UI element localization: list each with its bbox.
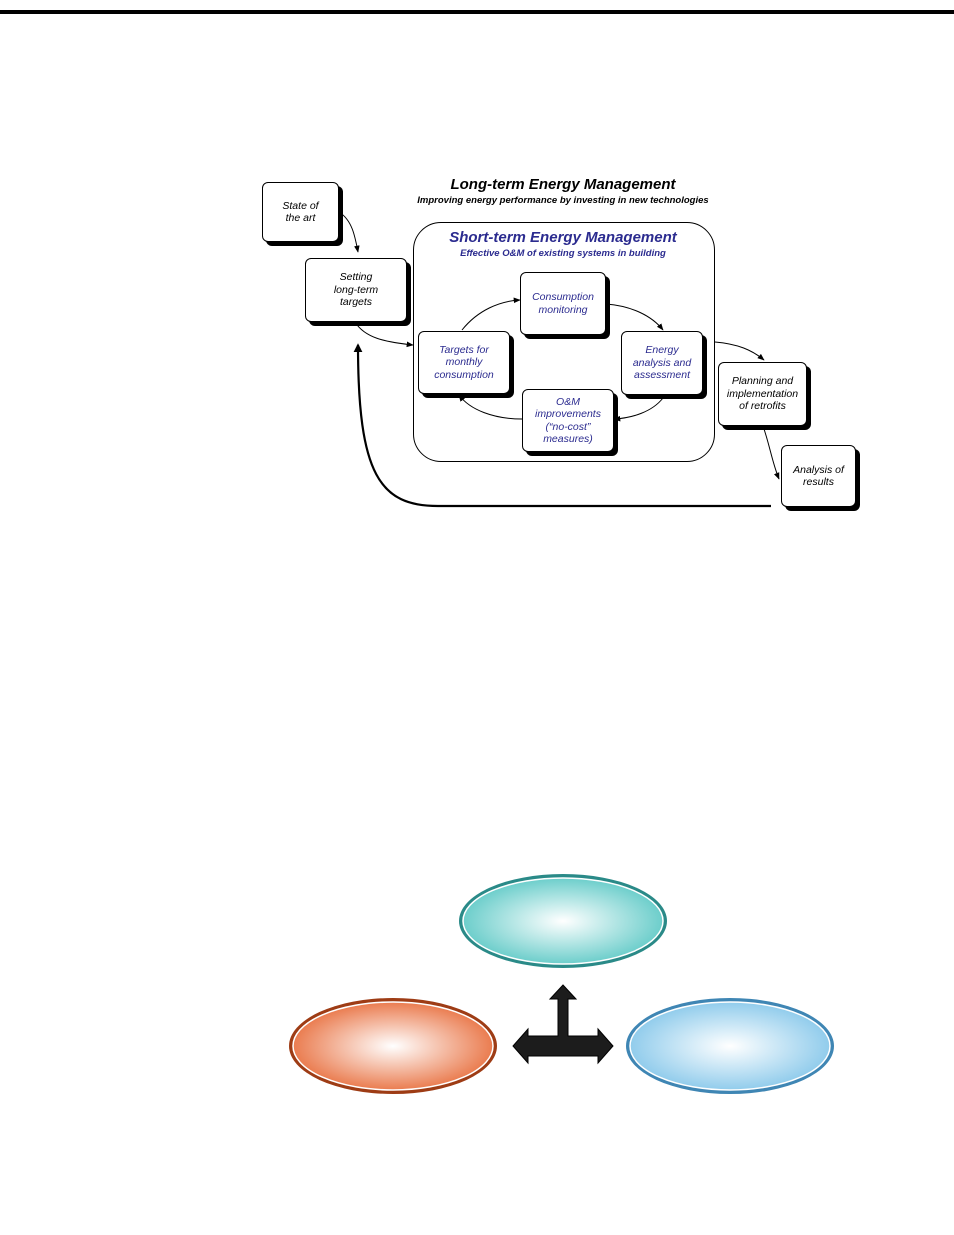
long-term-title: Long-term Energy Management	[450, 176, 676, 193]
targets-monthly-box: Targets for monthly consumption	[418, 331, 510, 394]
arrow-shortterm-to-planning	[714, 341, 765, 361]
arrow-planning-to-analysis	[762, 425, 780, 480]
state-of-art-box: State of the art	[262, 182, 339, 242]
consumption-monitoring-box: Consumption monitoring	[520, 272, 606, 335]
long-term-subtitle: Improving energy performance by investin…	[417, 195, 709, 206]
planning-box: Planning and implementation of retrofits	[718, 362, 807, 426]
arrow-setting-to-shortterm	[354, 321, 414, 348]
short-term-subtitle: Effective O&M of existing systems in bui…	[460, 248, 666, 259]
short-term-title: Short-term Energy Management	[449, 229, 677, 246]
arrow-targets-to-monitoring	[461, 297, 521, 331]
arrow-om-to-targets	[458, 394, 523, 420]
page-top-rule	[0, 10, 954, 14]
om-improvements-box: O&M improvements (“no-cost” measures)	[522, 389, 614, 452]
setting-targets-box: Setting long-term targets	[305, 258, 407, 322]
triple-arrow-icon	[512, 984, 614, 1065]
analysis-box: Analysis of results	[781, 445, 856, 507]
arrow-energy-to-om	[613, 397, 664, 422]
energy-analysis-box: Energy analysis and assessment	[621, 331, 703, 395]
arrow-monitoring-to-energy	[605, 303, 664, 331]
arrow-feedback-loop	[353, 343, 771, 508]
arrow-state-to-setting	[338, 211, 360, 253]
